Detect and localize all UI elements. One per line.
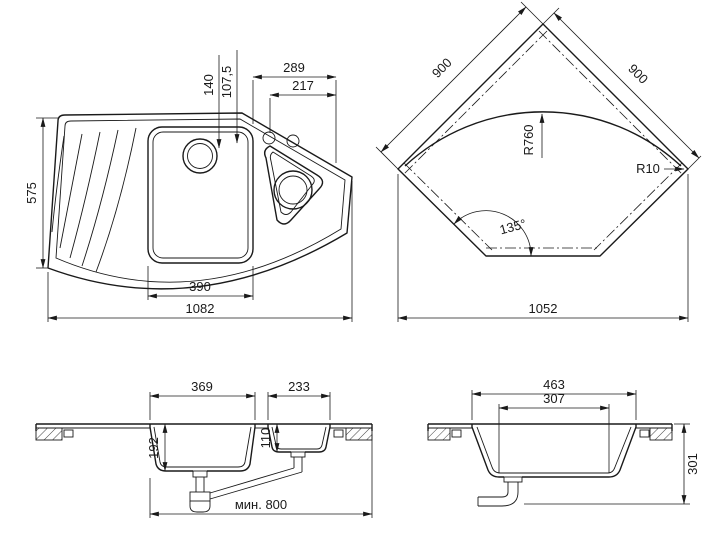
drainboard-grooves [51, 127, 137, 273]
top-view: 575 1082 390 289 217 [24, 50, 353, 322]
faucet-hole-2 [286, 134, 300, 148]
drain-fitting [503, 476, 523, 483]
side-section-view: 463 307 301 [427, 377, 700, 507]
dim-107-5: 107,5 [219, 50, 240, 144]
connecting-pipe [209, 471, 303, 500]
countertop-section-left [427, 427, 451, 441]
countertop-section-right [649, 427, 673, 441]
main-bowl-section [149, 424, 256, 472]
dim-217: 217 [269, 78, 337, 133]
centerline [593, 162, 683, 251]
dim-min-cabinet-800: мин. 800 [149, 434, 373, 518]
centerline [538, 30, 683, 175]
dim-bowl1-width-369: 369 [149, 379, 256, 420]
dim-label: 390 [189, 279, 211, 294]
bowl-section [471, 424, 637, 478]
dim-label: 289 [283, 60, 305, 75]
dim-label: R760 [521, 124, 536, 155]
mounting-clip [639, 429, 650, 438]
dim-bowl1-depth-192: 192 [146, 423, 168, 472]
groove-line [59, 133, 83, 249]
faucet-hole-1 [262, 131, 276, 145]
main-bowl-inner [152, 131, 249, 259]
extension-line [375, 146, 399, 170]
dim-label: 307 [543, 391, 565, 406]
main-bowl-section-inner [153, 426, 252, 468]
sink-outline-outer [47, 112, 353, 290]
groove-line [95, 127, 137, 273]
dim-side-left-900: 900 [375, 1, 544, 170]
dim-label: 140 [201, 74, 216, 96]
groove-line [51, 135, 65, 233]
corner-bowl-drain-outer [273, 170, 313, 210]
countertop-section-left [35, 427, 63, 441]
dim-bowl2-depth-110: 110 [258, 423, 280, 453]
groove-line [81, 129, 119, 267]
drain-trap [189, 491, 211, 502]
dim-bottom-width-307: 307 [498, 391, 610, 473]
extension-line [520, 1, 544, 25]
centerline [403, 162, 493, 251]
groove-line [69, 131, 101, 259]
mounting-clip [451, 429, 462, 438]
mounting-clip [333, 429, 344, 438]
dim-side-right-900: 900 [542, 7, 702, 170]
dim-height-301: 301 [524, 423, 700, 505]
dim-label: R10 [636, 161, 660, 176]
dim-cutout-width-1052: 1052 [397, 174, 689, 322]
dim-overall-width-1082: 1082 [47, 181, 353, 322]
dim-bowl-width-390: 390 [147, 266, 254, 300]
second-bowl-section-inner [271, 426, 327, 450]
dim-label: 369 [191, 379, 213, 394]
dim-label: 135° [498, 216, 528, 237]
dim-289: 289 [252, 60, 337, 163]
front-section-view: 369 233 192 110 мин. 800 [35, 379, 373, 518]
dim-label: 110 [258, 428, 273, 449]
dim-label: 192 [146, 437, 161, 459]
dim-angle-135: 135° [453, 210, 534, 257]
dim-label: 301 [685, 453, 700, 475]
dim-label: 1052 [529, 301, 558, 316]
angle-arc [453, 210, 534, 257]
main-bowl-drain-inner [187, 143, 213, 169]
drain-elbow-outer [478, 491, 519, 507]
drain-elbow-inner [478, 491, 509, 498]
extension-line [542, 7, 560, 25]
connecting-pipe [209, 467, 295, 494]
mounting-clip [63, 429, 74, 438]
sink-outline-inner [55, 118, 346, 283]
dim-bowl2-width-233: 233 [267, 379, 331, 420]
dim-label: 575 [24, 182, 39, 204]
corner-bowl-inner [269, 151, 315, 215]
dim-label: 900 [429, 55, 455, 81]
dim-label: 217 [292, 78, 314, 93]
drain-fitting [192, 470, 208, 478]
countertop-section-right [345, 427, 373, 441]
dimension-line [380, 6, 527, 153]
dim-front-radius-R760: R760 [521, 113, 545, 158]
dim-label: 463 [543, 377, 565, 392]
dim-depth-575: 575 [24, 117, 58, 269]
dim-label: 107,5 [219, 66, 234, 99]
dim-corner-radius-R10: R10 [636, 161, 685, 176]
corner-bowl-drain-inner [278, 175, 308, 205]
dim-label: 900 [625, 61, 651, 87]
dim-label: мин. 800 [235, 497, 287, 512]
corner-bowl-outer [263, 145, 324, 225]
dim-label: 233 [288, 379, 310, 394]
main-bowl-outer [147, 126, 254, 264]
dim-label: 1082 [186, 301, 215, 316]
dim-140: 140 [201, 55, 222, 149]
dimension-line [553, 12, 700, 159]
corner-cutout-view: R760 135° R10 900 900 [375, 1, 702, 322]
trap-u-bend [189, 501, 211, 513]
main-bowl-drain-outer [182, 138, 218, 174]
bowl-section-inner [476, 426, 632, 474]
dim-top-width-463: 463 [471, 377, 637, 420]
drain-fitting [290, 451, 306, 458]
